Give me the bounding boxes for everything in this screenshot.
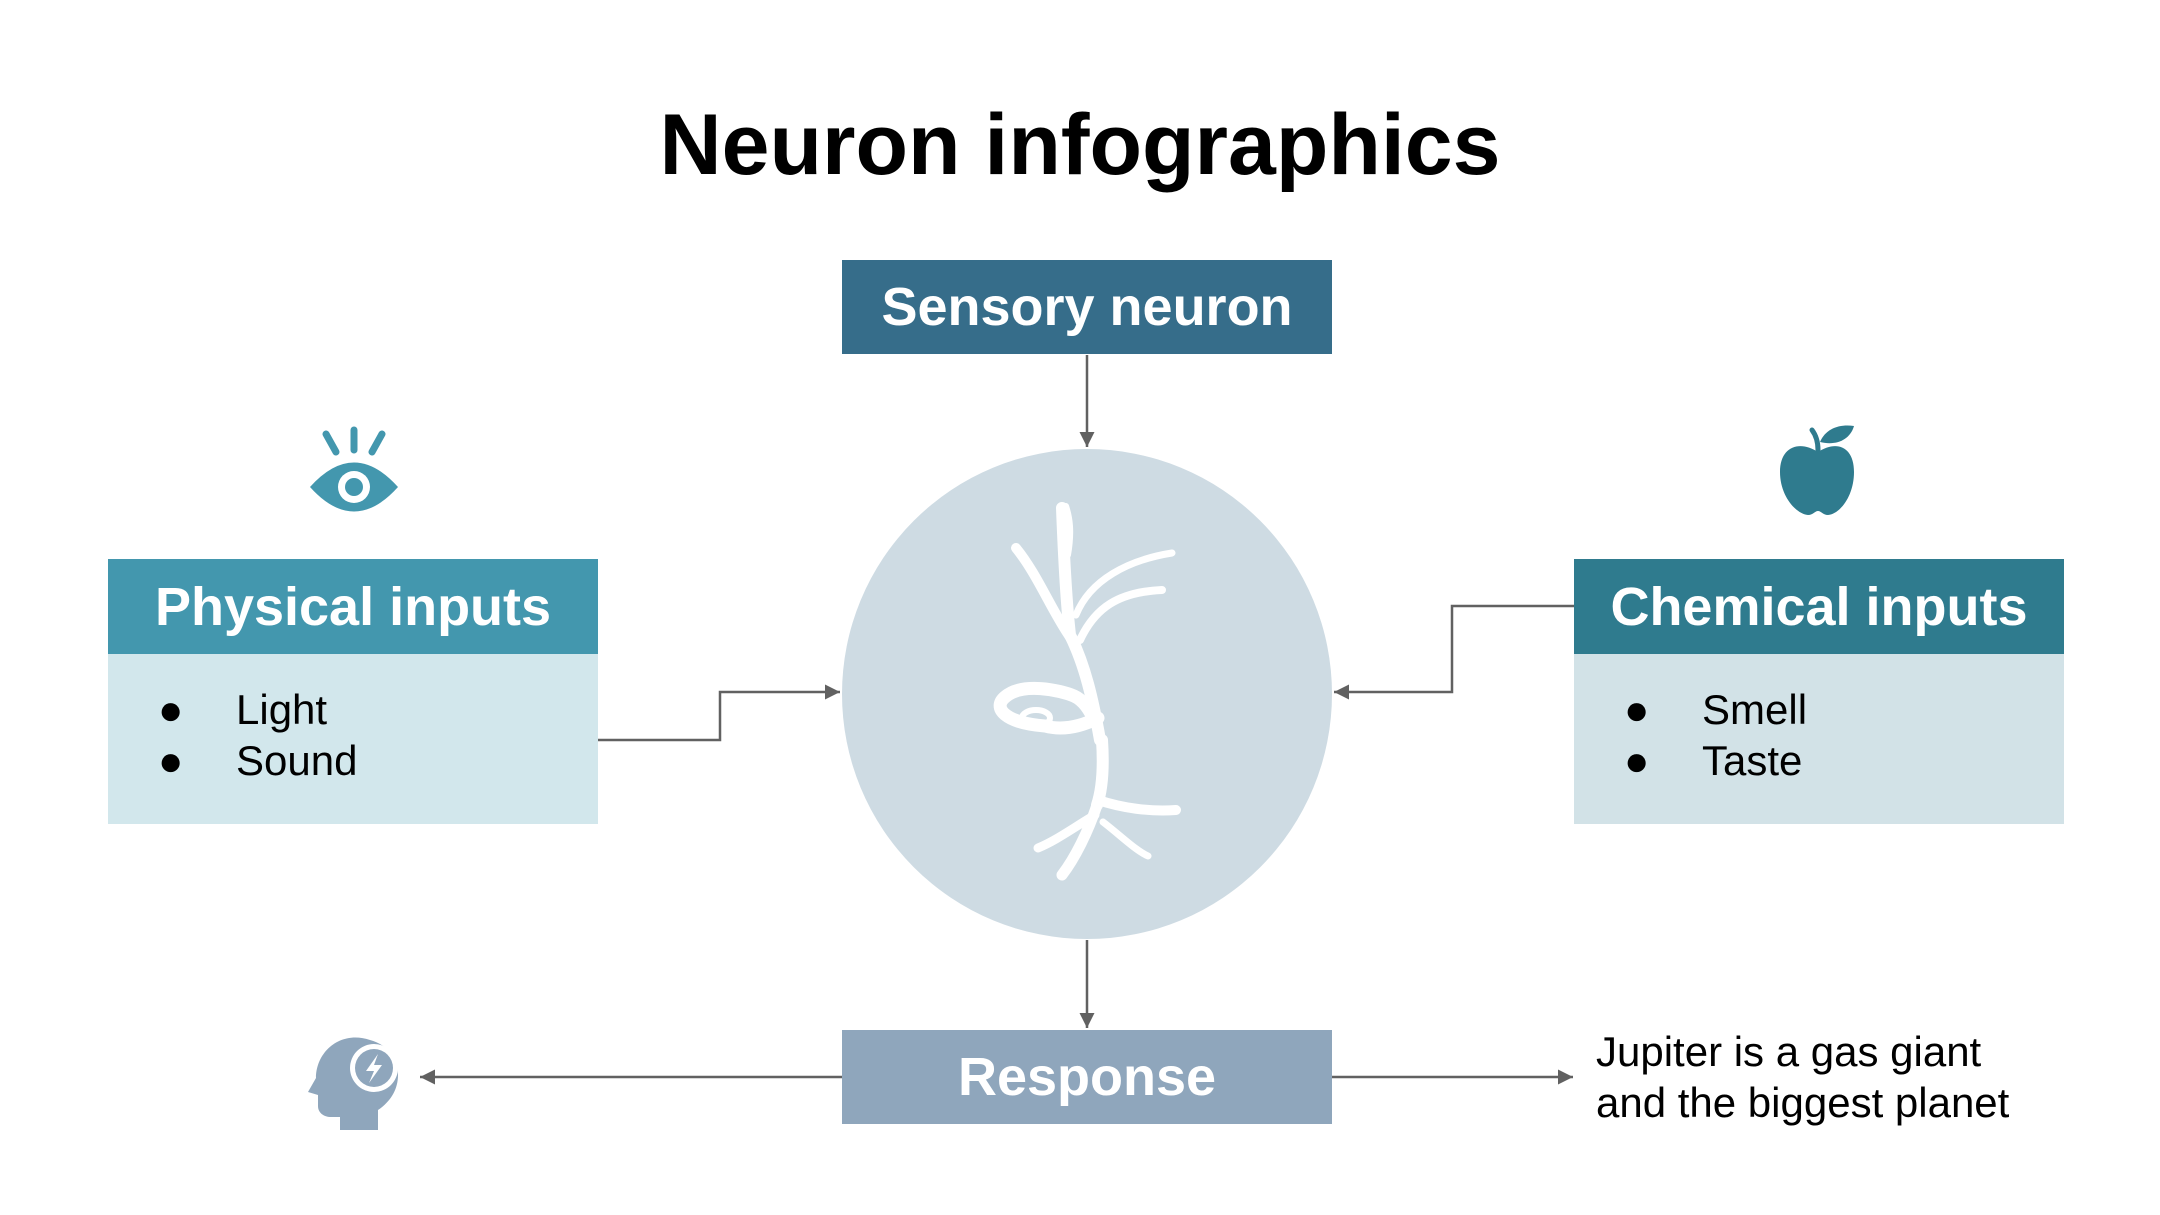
list-item-label: Smell: [1702, 686, 1808, 733]
response-box: Response: [842, 1030, 1332, 1124]
apple-icon: [1780, 425, 1854, 515]
arrow-physical-to-neuron: [598, 684, 840, 742]
head-lightning-icon: [308, 1037, 398, 1130]
physical-inputs-label: Physical inputs: [154, 576, 552, 637]
list-item: ● Taste: [1624, 735, 2064, 786]
list-item-label: Taste: [1702, 737, 1803, 784]
physical-inputs-list: ● Light ● Sound: [158, 684, 598, 786]
page-title: Neuron infographics: [659, 97, 1501, 193]
note-line-2: and the biggest planet: [1596, 1079, 2010, 1126]
sensory-neuron-box: Sensory neuron: [842, 260, 1332, 354]
chemical-inputs-header: Chemical inputs: [1574, 559, 2064, 654]
list-item: ● Light: [158, 684, 598, 735]
neuron-icon: [993, 502, 1181, 881]
chemical-inputs-label: Chemical inputs: [1610, 576, 2028, 637]
bullet: ●: [158, 686, 184, 733]
chemical-inputs-list: ● Smell ● Taste: [1624, 684, 2064, 786]
note-line-1: Jupiter is a gas giant: [1596, 1028, 1982, 1075]
bullet: ●: [158, 737, 184, 784]
sensory-neuron-label: Sensory neuron: [881, 277, 1293, 337]
bullet: ●: [1624, 686, 1650, 733]
chemical-inputs-body: ● Smell ● Taste: [1574, 654, 2064, 824]
list-item-label: Sound: [236, 737, 358, 784]
eye-icon: [310, 426, 398, 512]
list-item: ● Smell: [1624, 684, 2064, 735]
list-item: ● Sound: [158, 735, 598, 786]
list-item-label: Light: [236, 686, 328, 733]
response-note: Jupiter is a gas giant and the biggest p…: [1596, 1026, 2116, 1128]
physical-inputs-body: ● Light ● Sound: [108, 654, 598, 824]
arrow-chemical-to-neuron: [1334, 604, 1574, 700]
physical-inputs-header: Physical inputs: [108, 559, 598, 654]
bullet: ●: [1624, 737, 1650, 784]
response-label: Response: [957, 1047, 1217, 1107]
